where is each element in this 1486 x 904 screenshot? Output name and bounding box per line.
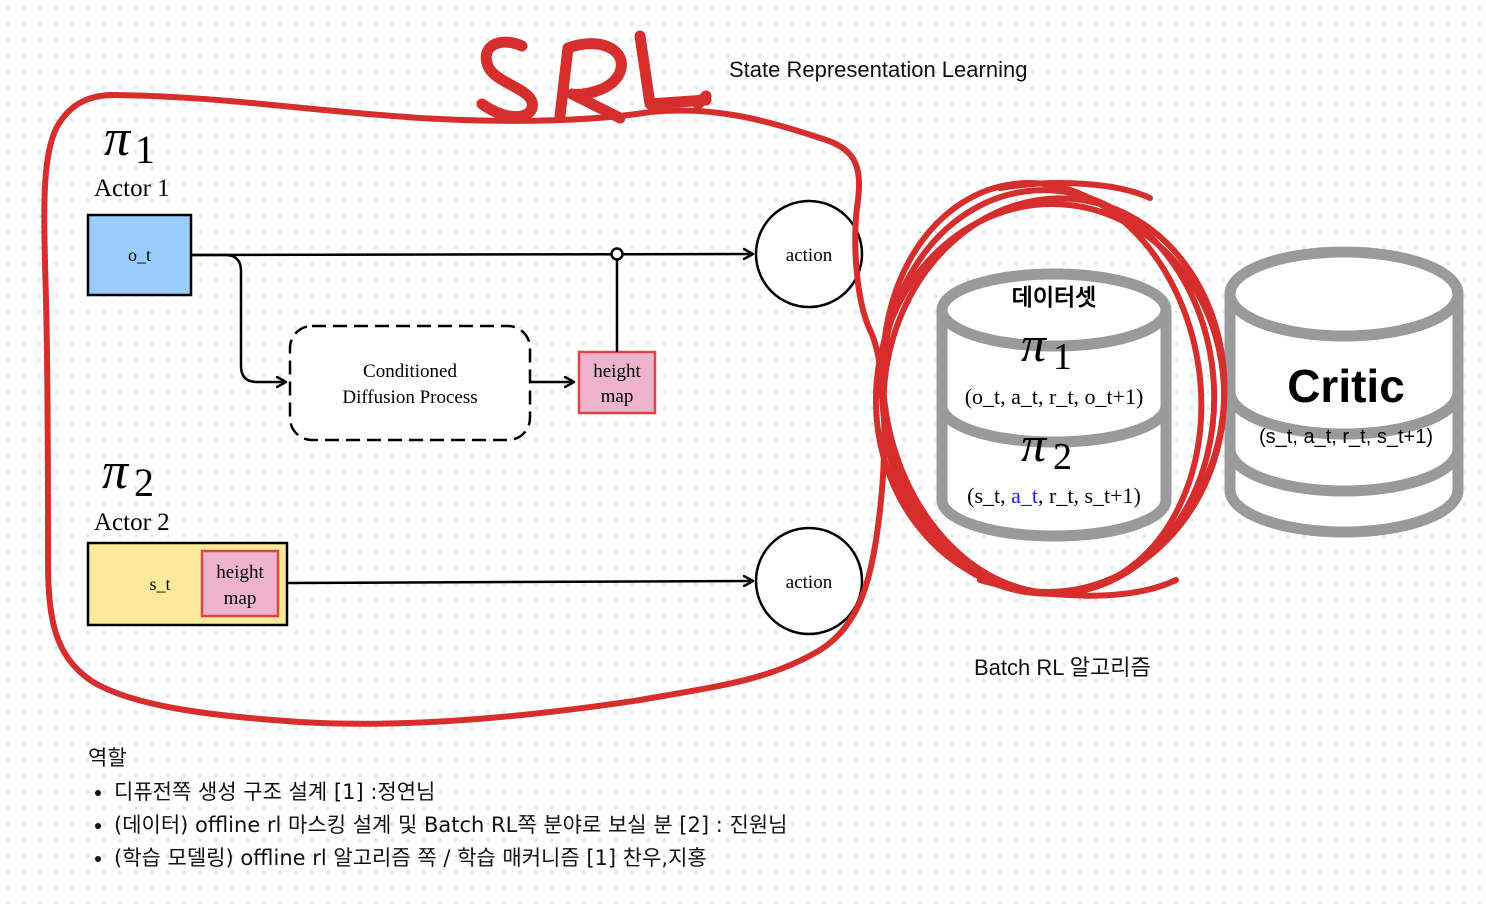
dataset-pi1-tuple: (o_t, a_t, r_t, o_t+1) <box>965 384 1144 409</box>
state-to-action-arrow <box>286 581 753 583</box>
srl-letter-l-tail <box>692 90 712 110</box>
dataset-pi2-tuple-b: , r_t, s_t+1) <box>1038 483 1141 508</box>
actor1-label: π 1 Actor 1 <box>94 110 170 202</box>
roles-list-item: 디퓨전쪽 생성 구조 설계 [1] :정연님 <box>114 778 787 806</box>
obs-to-diffusion-arrow <box>191 253 286 382</box>
action2-label: action <box>786 572 833 593</box>
pi2-symbol: π <box>102 443 130 500</box>
dataset-cylinder-body <box>936 310 1172 542</box>
dataset-pi1-index: 1 <box>1053 336 1072 378</box>
roles-list-item: (학습 모델링) offline rl 알고리즘 쪽 / 학습 매커니즘 [1]… <box>114 844 787 872</box>
dataset-pi2-tuple: (s_t, a_t, r_t, s_t+1) <box>967 483 1141 508</box>
diffusion-label-line1: Conditioned <box>363 361 457 382</box>
heightmap1-line2: map <box>601 386 634 407</box>
dataset-pi2-index: 2 <box>1053 436 1072 478</box>
heightmap2-box <box>200 549 280 618</box>
action1-label: action <box>786 245 833 266</box>
critic-cylinder <box>1224 246 1464 538</box>
srl-letter-l <box>634 30 712 110</box>
critic-title: Critic <box>1287 360 1405 412</box>
dataset-pi1-symbol: π <box>1021 316 1048 372</box>
pi2-index: 2 <box>134 460 154 505</box>
actor1-title: Actor 1 <box>94 175 170 202</box>
diffusion-label-line2: Diffusion Process <box>342 387 477 408</box>
critic-cylinder-body <box>1224 294 1464 538</box>
srl-region-outline <box>41 92 888 727</box>
srl-letter-r <box>554 38 627 124</box>
heightmap1-box <box>577 350 657 415</box>
srl-handwriting <box>476 30 712 124</box>
actor2-label: π 2 Actor 2 <box>94 443 170 536</box>
state-input-label: s_t <box>149 574 170 594</box>
roles-list: 디퓨전쪽 생성 구조 설계 [1] :정연님 (데이터) offline rl … <box>88 778 787 872</box>
heightmap2-line1: height <box>216 562 264 583</box>
dataset-title: 데이터셋 <box>1012 284 1097 310</box>
heightmap2-line2: map <box>224 588 257 609</box>
junction-node <box>610 247 624 261</box>
dataset-pi2-tuple-highlight: a_t <box>1011 483 1038 508</box>
dataset-cylinder-divider <box>936 405 1172 448</box>
critic-cylinder-divider-1 <box>1224 391 1464 440</box>
action1-node <box>754 199 864 309</box>
critic-cylinder-top <box>1224 246 1464 342</box>
dataset-cylinder-top <box>936 268 1172 352</box>
heightmap1-line1: height <box>593 361 641 382</box>
actor2-title: Actor 2 <box>94 509 170 536</box>
batch-rl-scribble <box>872 180 1228 599</box>
dataset-cylinder <box>936 268 1172 542</box>
action2-node <box>754 526 864 636</box>
obs-to-action-arrow <box>190 254 753 255</box>
srl-caption: State Representation Learning <box>729 57 1027 82</box>
critic-cylinder-divider-2 <box>1224 448 1464 497</box>
roles-section: 역할 디퓨전쪽 생성 구조 설계 [1] :정연님 (데이터) offline … <box>88 742 787 877</box>
pi1-symbol: π <box>104 110 132 167</box>
batch-rl-caption: Batch RL 알고리즘 <box>974 655 1151 680</box>
dataset-pi2-tuple-a: (s_t, <box>967 483 1011 508</box>
pi1-index: 1 <box>135 127 155 172</box>
obs-input-label: o_t <box>128 245 151 265</box>
srl-letter-s <box>476 36 538 123</box>
critic-tuple: (s_t, a_t, r_t, s_t+1) <box>1259 426 1433 448</box>
roles-list-item: (데이터) offline rl 마스킹 설계 및 Batch RL쪽 분야로 … <box>114 811 787 839</box>
roles-heading: 역할 <box>88 746 127 770</box>
diffusion-process-box <box>288 324 532 442</box>
dataset-pi2-symbol: π <box>1021 416 1048 472</box>
